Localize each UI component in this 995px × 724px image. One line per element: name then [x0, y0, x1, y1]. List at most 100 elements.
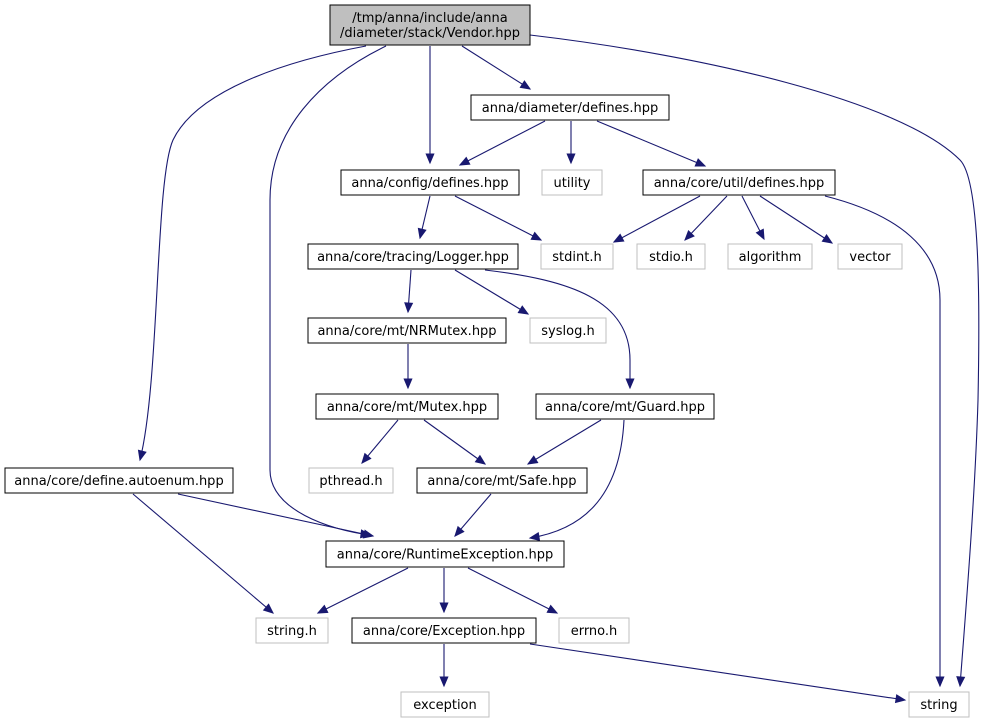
node-label: exception [413, 698, 477, 713]
edge-arrowhead [439, 602, 449, 614]
edge-line [467, 567, 558, 614]
edge-util_defines-to-string [824, 195, 945, 688]
edge-safe-to-runtime [454, 493, 492, 537]
node-mutex[interactable]: anna/core/mt/Mutex.hpp [315, 393, 499, 420]
edge-line [824, 195, 941, 686]
edge-arrowhead [454, 525, 465, 537]
edge-line [596, 120, 706, 167]
edge-line [529, 34, 980, 687]
edge-vendor-to-string [529, 34, 980, 688]
node-box [307, 317, 507, 344]
edge-line [484, 269, 631, 388]
edge-arrowhead [137, 449, 147, 462]
node-box [351, 617, 537, 644]
edge-arrowhead [755, 228, 765, 241]
edge-config_defines-to-logger [417, 195, 431, 240]
edge-arrowhead [821, 233, 834, 244]
edge-arrowhead [546, 604, 559, 614]
edge-line [759, 195, 833, 244]
node-box [308, 467, 394, 494]
edge-arrowhead [362, 529, 375, 539]
edge-arrowhead [316, 604, 329, 614]
edge-arrowhead [439, 676, 449, 688]
edge-exception_hpp-to-exception [439, 644, 449, 688]
node-string-h: string.h [255, 617, 329, 644]
node-vendor[interactable]: /tmp/anna/include/anna/diameter/stack/Ve… [329, 4, 531, 46]
node-label: anna/core/mt/Guard.hpp [545, 400, 705, 415]
edge-util_defines-to-stdint [612, 195, 701, 243]
node-utility: utility [541, 169, 603, 196]
edge-config_defines-to-stdint [454, 195, 543, 241]
node-label: errno.h [571, 624, 618, 639]
node-box [340, 169, 520, 196]
edge-logger-to-syslog [454, 269, 530, 315]
edge-vendor-to-diam_defines [461, 45, 532, 90]
node-logger[interactable]: anna/core/tracing/Logger.hpp [307, 243, 519, 270]
edge-vendor-to-runtime [269, 45, 387, 539]
node-exception-hpp[interactable]: anna/core/Exception.hpp [351, 617, 537, 644]
node-stdint: stdint.h [540, 243, 614, 270]
node-label: string.h [267, 624, 317, 639]
edge-arrowhead [625, 378, 635, 390]
edge-arrowhead [458, 156, 471, 166]
edge-line [139, 45, 367, 461]
edge-runtime-to-exception_hpp [439, 568, 449, 614]
edge-vendor-to-config_defines [425, 46, 435, 165]
edge-autoenum-to-runtime [177, 493, 375, 539]
node-nrmutex[interactable]: anna/core/mt/NRMutex.hpp [307, 317, 507, 344]
node-label: anna/core/mt/Safe.hpp [427, 474, 576, 489]
edge-mutex-to-pthread [361, 419, 399, 464]
node-label: /diameter/stack/Vendor.hpp [340, 26, 520, 41]
node-runtime[interactable]: anna/core/RuntimeException.hpp [325, 540, 565, 568]
node-box [416, 467, 588, 494]
edge-line [459, 120, 546, 166]
node-safe[interactable]: anna/core/mt/Safe.hpp [416, 467, 588, 494]
edge-util_defines-to-vector [759, 195, 834, 244]
node-label: /tmp/anna/include/anna [352, 11, 507, 26]
node-label: string [920, 698, 957, 713]
node-syslog: syslog.h [529, 317, 607, 344]
node-box [307, 243, 519, 270]
node-box [541, 169, 603, 196]
edge-line [529, 643, 906, 701]
node-label: anna/core/Exception.hpp [363, 624, 525, 639]
node-box [470, 94, 670, 121]
edge-arrowhead [684, 229, 695, 241]
node-label: vector [849, 250, 891, 265]
node-pthread: pthread.h [308, 467, 394, 494]
node-stdio: stdio.h [636, 243, 706, 270]
node-box [636, 243, 706, 270]
node-guard[interactable]: anna/core/mt/Guard.hpp [535, 393, 715, 420]
edge-vendor-to-autoenum [137, 45, 367, 462]
node-label: anna/diameter/defines.hpp [482, 101, 658, 116]
node-vector: vector [837, 243, 903, 270]
edge-arrowhead [425, 153, 435, 165]
node-label: anna/core/tracing/Logger.hpp [317, 250, 509, 265]
edge-exception_hpp-to-string [529, 643, 907, 704]
edge-arrowhead [417, 227, 427, 240]
edge-arrowhead [403, 378, 413, 390]
node-autoenum[interactable]: anna/core/define.autoenum.hpp [4, 467, 234, 494]
node-box [727, 243, 813, 270]
edge-arrowhead [519, 80, 532, 90]
edge-line [684, 195, 728, 241]
node-box [540, 243, 614, 270]
edge-util_defines-to-algorithm [741, 195, 765, 241]
edge-nrmutex-to-mutex [403, 344, 413, 390]
node-diam-defines[interactable]: anna/diameter/defines.hpp [470, 94, 670, 121]
edge-line [132, 493, 274, 614]
edge-diam_defines-to-utility [566, 121, 576, 165]
edge-util_defines-to-stdio [684, 195, 728, 241]
node-util-defines[interactable]: anna/core/util/defines.hpp [642, 169, 836, 196]
node-box [4, 467, 234, 494]
edge-logger-to-nrmutex [404, 269, 414, 314]
node-box [329, 4, 531, 46]
node-algorithm: algorithm [727, 243, 813, 270]
node-exception: exception [400, 691, 490, 718]
node-box [642, 169, 836, 196]
node-config-defines[interactable]: anna/config/defines.hpp [340, 169, 520, 196]
edge-arrowhead [530, 231, 543, 241]
edge-diam_defines-to-config_defines [458, 120, 546, 166]
edge-line [613, 195, 701, 243]
